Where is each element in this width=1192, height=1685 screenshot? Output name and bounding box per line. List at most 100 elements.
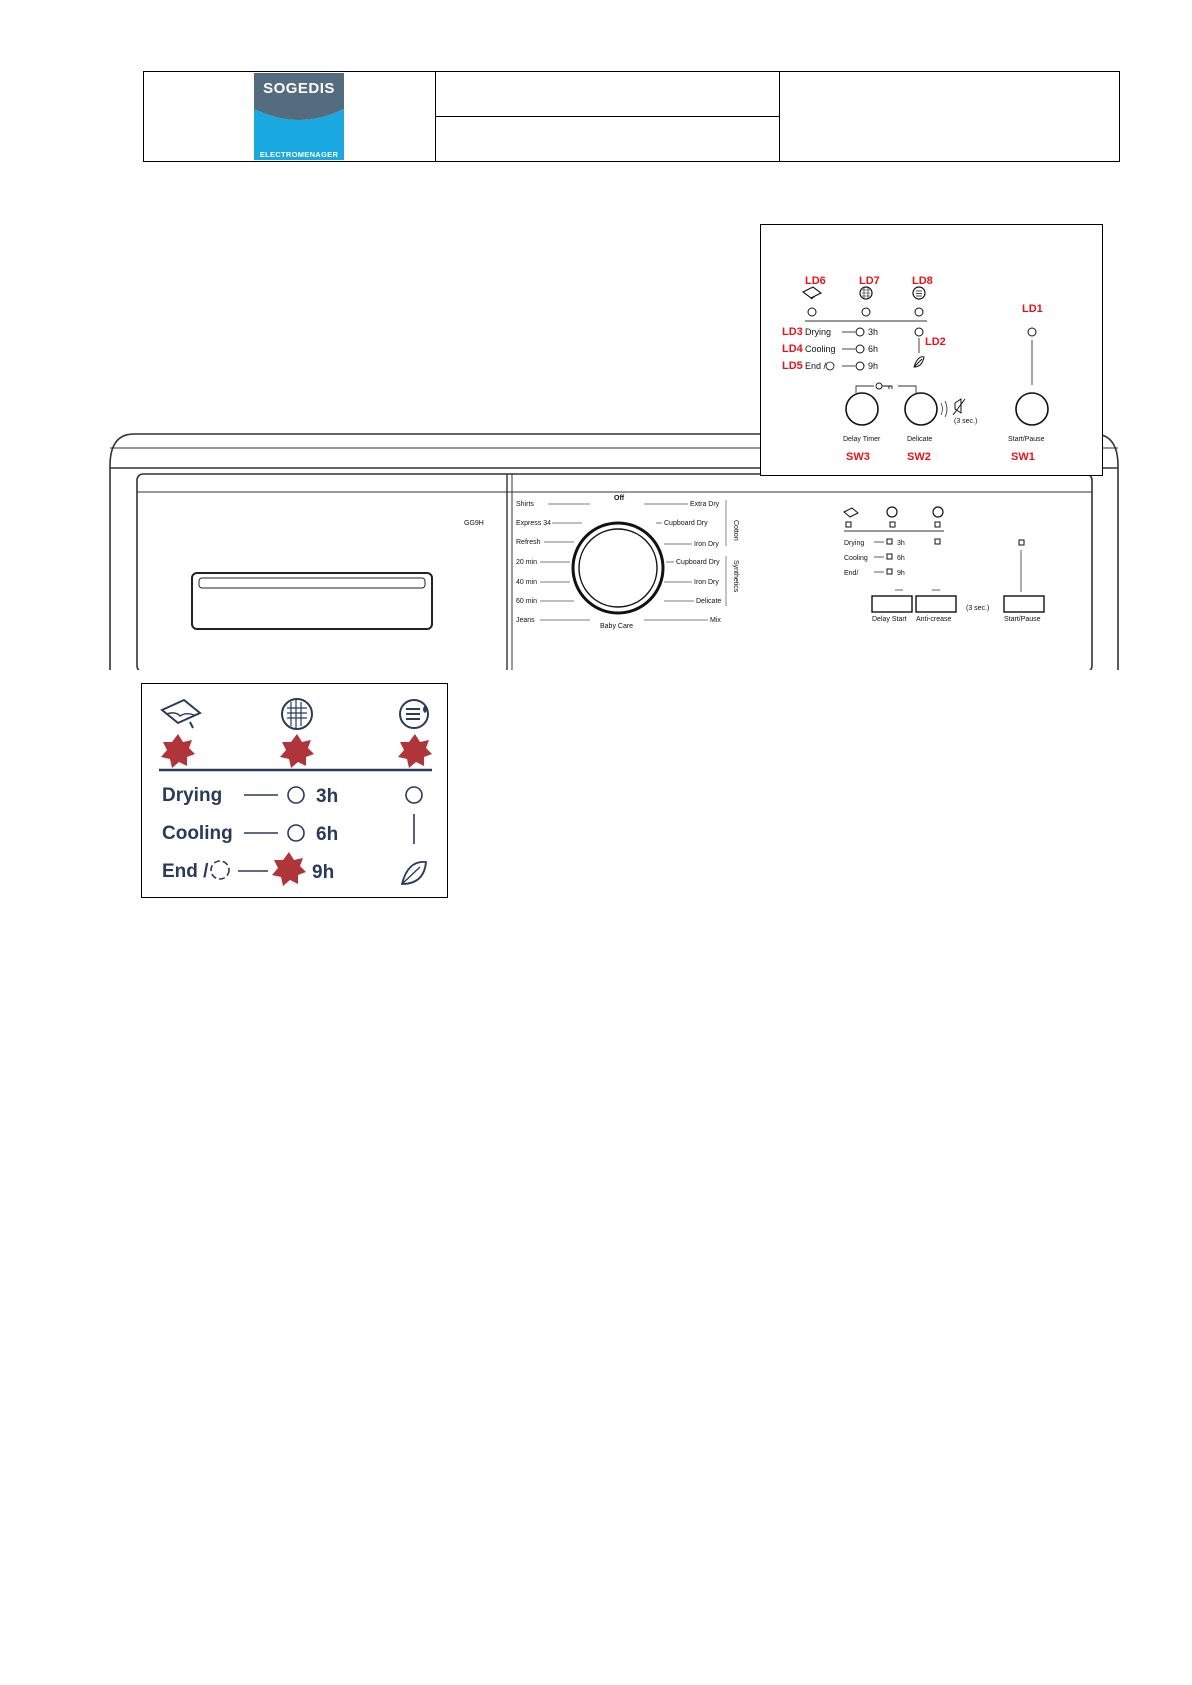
led-ld4	[855, 344, 865, 354]
zoom-moisture-tank-icon	[399, 699, 429, 729]
machine-3sec-note: (3 sec.)	[966, 605, 989, 612]
sogedis-logo: SOGEDIS ELECTROMENAGER	[254, 73, 344, 160]
anticrease-cycle-icon	[825, 361, 835, 371]
program-knob-inner	[578, 528, 658, 608]
header-middle-cell	[436, 72, 780, 161]
filter-icon	[859, 286, 873, 300]
zoom-led-ld5-lit	[272, 852, 306, 886]
mute-3sec-note: (3 sec.)	[954, 418, 977, 425]
label-ld6: LD6	[805, 275, 826, 287]
program-right-4[interactable]: Cupboard Dry	[676, 559, 720, 566]
logo-bottom-shape	[254, 109, 344, 160]
row-end: End /	[805, 361, 827, 371]
program-right-1[interactable]: Extra Dry	[690, 501, 720, 508]
label-ld3: LD3	[782, 326, 803, 338]
machine-led-ld7	[889, 521, 896, 528]
led-state-zoom: Drying Cooling End / 3h 6h 9h	[141, 683, 448, 898]
sound-waves-icon	[940, 400, 948, 418]
machine-led-ld2	[934, 538, 941, 545]
moisture-tank-icon	[912, 286, 926, 300]
program-left-1[interactable]: Shirts	[516, 501, 534, 508]
program-right-5[interactable]: Iron Dry	[694, 579, 719, 586]
program-left-2[interactable]: Express 34	[516, 520, 551, 527]
label-ld5: LD5	[782, 360, 803, 372]
program-right-7[interactable]: Mix	[710, 617, 721, 624]
zoom-led-ld7-lit	[280, 734, 314, 768]
machine-led-ld1	[1018, 539, 1025, 546]
logo-top-text: SOGEDIS	[263, 80, 335, 97]
zoom-filter-icon	[281, 698, 313, 730]
model-label: GG9H	[464, 520, 484, 527]
machine-led-cluster: Drying Cooling End/ 3h 6h 9h Delay Start…	[843, 506, 1045, 623]
water-tank-icon	[801, 286, 823, 300]
machine-time-3h: 3h	[897, 540, 905, 547]
led-ld5	[855, 361, 865, 371]
time-9h: 9h	[868, 361, 878, 371]
led-ld7	[861, 307, 871, 317]
program-left-3[interactable]: Refresh	[516, 539, 541, 546]
logo-top-shape	[254, 73, 344, 120]
program-right-3[interactable]: Iron Dry	[694, 541, 719, 548]
led-ld3	[855, 327, 865, 337]
start-pause-button[interactable]	[1015, 392, 1049, 426]
label-sw3: SW3	[846, 451, 870, 463]
machine-row-drying: Drying	[844, 540, 864, 547]
program-left-7[interactable]: Jeans	[516, 617, 535, 624]
machine-delay-start-button[interactable]	[871, 595, 913, 613]
zoom-row-cooling: Cooling	[162, 823, 233, 844]
time-6h: 6h	[868, 344, 878, 354]
led-ld6	[807, 307, 817, 317]
program-left-6[interactable]: 60 min	[516, 598, 537, 605]
zoom-eco-leaf-icon	[400, 861, 427, 885]
zoom-time-9h: 9h	[312, 862, 334, 883]
start-pause-label: Start/Pause	[1008, 436, 1045, 443]
machine-led-ld3	[886, 538, 893, 545]
machine-led-ld8	[934, 521, 941, 528]
control-panel-frame	[136, 473, 1093, 670]
zoom-led-ld3	[287, 786, 305, 804]
label-ld2: LD2	[925, 336, 946, 348]
header-right-cell	[780, 72, 1119, 161]
machine-filter-icon	[886, 506, 898, 518]
eco-leaf-icon	[913, 356, 925, 368]
program-left-4[interactable]: 20 min	[516, 559, 537, 566]
machine-start-pause-button[interactable]	[1003, 595, 1045, 613]
led-ld1	[1027, 327, 1037, 337]
machine-time-6h: 6h	[897, 555, 905, 562]
zoom-row-drying: Drying	[162, 785, 222, 806]
zoom-led-ld6-lit	[161, 734, 195, 768]
logo-bottom-text: ELECTROMENAGER	[260, 150, 339, 159]
water-drawer-handle[interactable]	[191, 572, 433, 630]
delicate-button[interactable]	[904, 392, 938, 426]
row-cooling: Cooling	[805, 344, 836, 354]
zoom-row-end: End /	[162, 861, 209, 882]
zoom-anticrease-icon	[210, 860, 230, 880]
program-left-5[interactable]: 40 min	[516, 579, 537, 586]
key-icon	[875, 382, 893, 390]
program-knob-outer[interactable]	[571, 521, 665, 615]
zoom-led-ld8-lit	[398, 734, 432, 768]
label-ld7: LD7	[859, 275, 880, 287]
label-ld4: LD4	[782, 343, 804, 355]
water-drawer-handle-lip	[198, 577, 426, 589]
machine-start-pause-label: Start/Pause	[1004, 616, 1041, 623]
machine-row-cooling: Cooling	[844, 555, 868, 562]
machine-water-tank-icon	[843, 507, 859, 518]
program-right-6[interactable]: Delicate	[696, 598, 721, 605]
led-ld8	[914, 307, 924, 317]
machine-row-end: End/	[844, 570, 858, 577]
machine-delay-start-label: Delay Start	[872, 616, 907, 623]
group-synthetics-label: Synthetics	[732, 560, 739, 593]
right-program-list: Extra Dry Cupboard Dry Iron Dry Cupboard…	[644, 500, 739, 624]
machine-time-9h: 9h	[897, 570, 905, 577]
machine-anti-crease-button[interactable]	[915, 595, 957, 613]
delay-timer-button[interactable]	[845, 392, 879, 426]
label-ld8: LD8	[912, 275, 933, 287]
program-right-2[interactable]: Cupboard Dry	[664, 520, 708, 527]
child-lock-bracket	[855, 385, 917, 393]
machine-led-ld5	[886, 568, 893, 575]
knob-baby-care-label: Baby Care	[600, 623, 633, 630]
knob-off-label: Off	[614, 495, 625, 502]
group-cotton-label: Cotton	[732, 520, 739, 541]
zoom-water-tank-icon	[160, 698, 202, 729]
